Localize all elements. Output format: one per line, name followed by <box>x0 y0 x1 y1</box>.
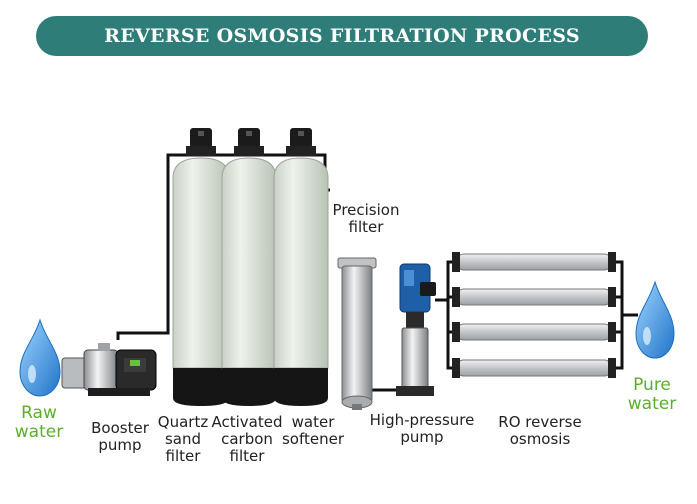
ro-membrane-4 <box>455 359 613 377</box>
page-title: REVERSE OSMOSIS FILTRATION PROCESS <box>104 25 580 47</box>
ro-membrane-1 <box>455 253 613 271</box>
ro-membrane-2 <box>455 288 613 306</box>
ro-membrane-array <box>452 252 616 378</box>
pure-water-label: Pure water <box>627 375 677 415</box>
high-pressure-pump-label: High-pressure pump <box>369 411 475 446</box>
ro-reverse-osmosis-label: RO reverse osmosis <box>498 413 582 448</box>
water-softener-label: water softener <box>281 413 345 448</box>
water-softener-tank <box>273 128 329 406</box>
quartz-sand-filter-label: Quartz sand filter <box>157 413 209 465</box>
activated-carbon-filter-tank <box>221 128 277 406</box>
booster-pump <box>61 343 157 396</box>
activated-carbon-filter-label: Activated carbon filter <box>211 413 283 465</box>
raw-water-drop-icon <box>19 318 61 397</box>
high-pressure-pump <box>396 263 436 396</box>
raw-water-label: Raw water <box>14 403 64 443</box>
droplet-highlight <box>643 327 651 345</box>
precision-filter-housing <box>337 257 377 410</box>
ro-membrane-3 <box>455 323 613 341</box>
quartz-sand-filter-tank <box>172 128 230 406</box>
droplet-highlight <box>28 365 36 383</box>
precision-filter-label: Precision filter <box>332 201 400 236</box>
booster-pump-label: Booster pump <box>91 419 149 454</box>
title-banner: REVERSE OSMOSIS FILTRATION PROCESS <box>36 16 648 56</box>
pure-water-drop-icon <box>635 280 675 359</box>
